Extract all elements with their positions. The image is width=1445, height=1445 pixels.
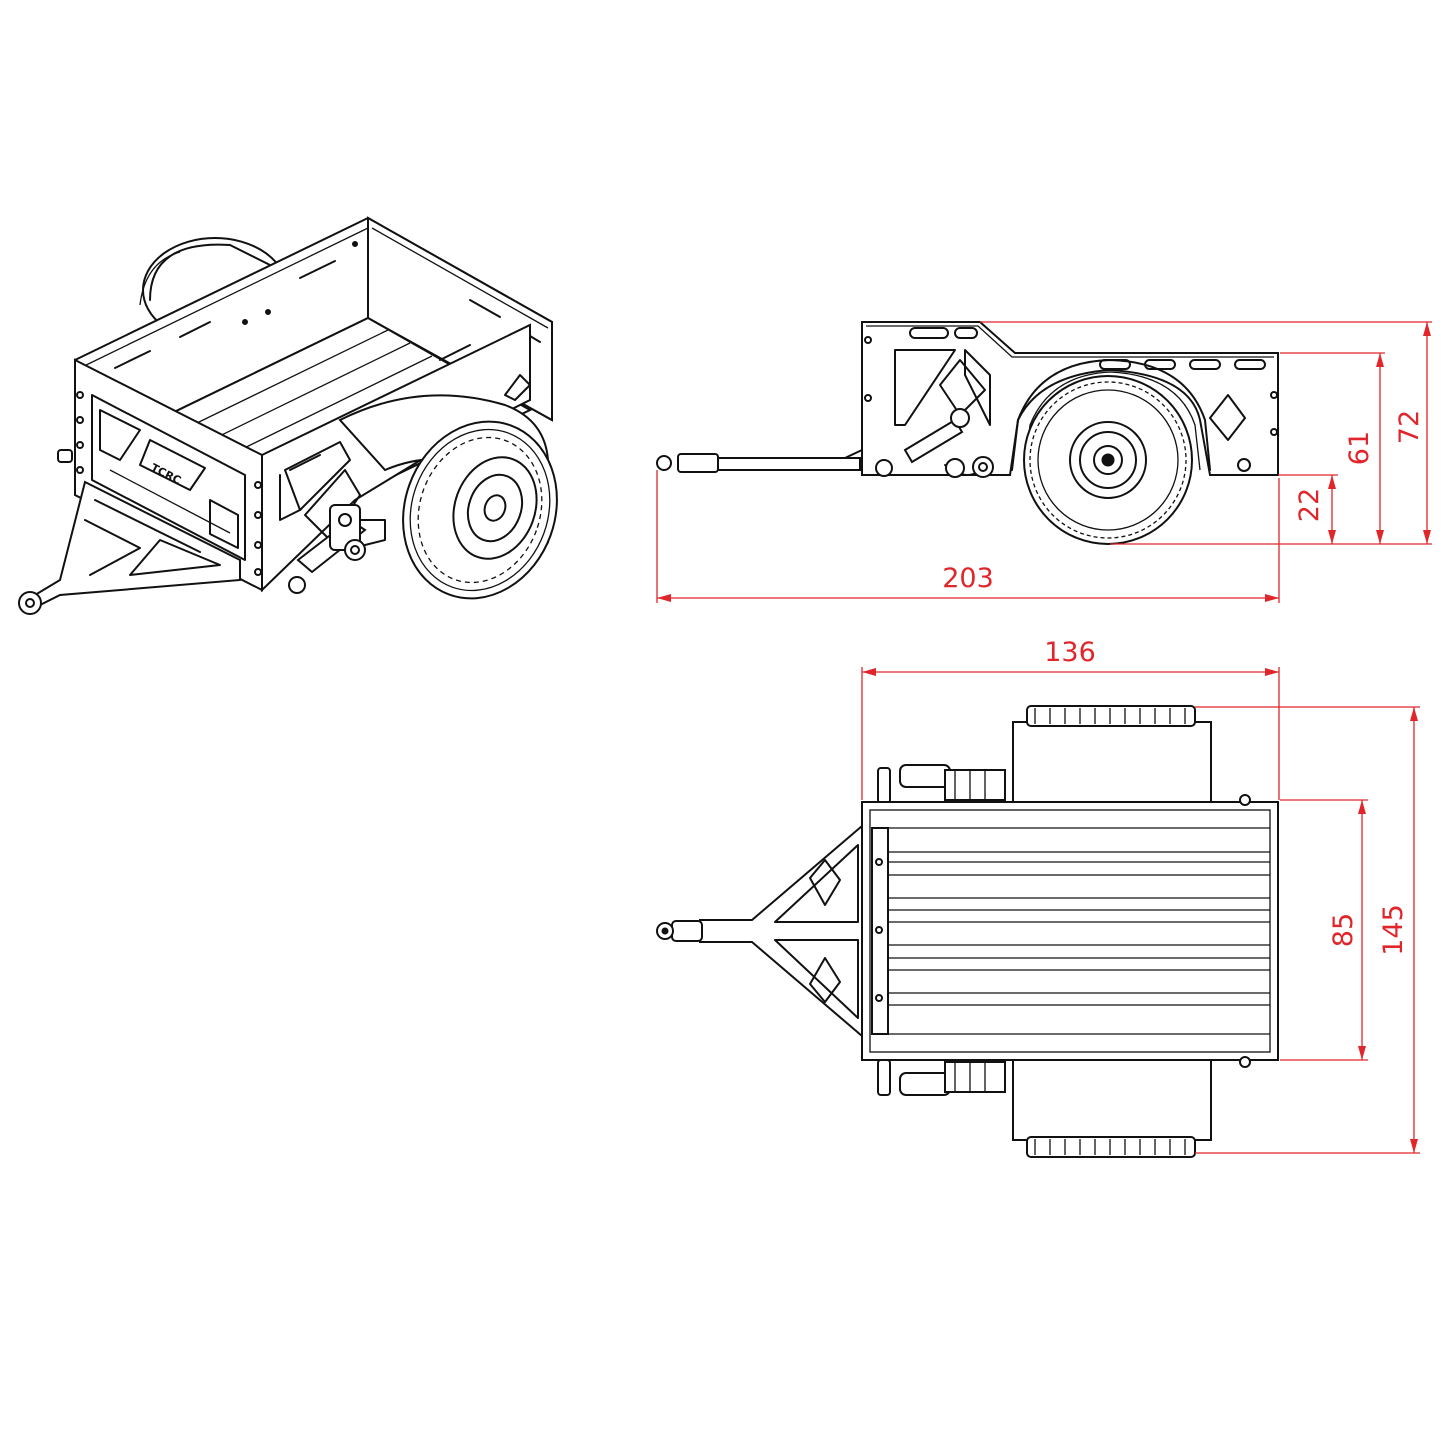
iso-side-wall-cutouts: [279, 344, 531, 541]
iso-drawbar: [18, 449, 241, 615]
side-view: [656, 321, 1279, 545]
dim-top-box-depth: 85: [1328, 913, 1359, 947]
side-suspension: [875, 408, 994, 478]
top-wheel-upper: [1012, 705, 1212, 803]
top-shock-lower: [877, 1059, 1006, 1096]
iso-wheel: [402, 420, 558, 600]
dim-side-height-box: 61: [1344, 431, 1375, 465]
dim-top-total-width: 145: [1378, 904, 1409, 956]
top-bed-ribs: [875, 794, 1270, 1068]
dim-side-ground-clearance: 22: [1294, 488, 1325, 522]
top-drawbar: [656, 823, 863, 1039]
iso-suspension: [288, 504, 386, 594]
side-towbar: [656, 449, 863, 473]
dim-side-length: 203: [942, 563, 994, 594]
iso-front-wall-cutout: [91, 394, 246, 561]
top-box: [861, 801, 1279, 1061]
top-shock-upper: [877, 764, 1006, 804]
top-wheel-lower: [1012, 1059, 1212, 1158]
dimension-labels: 203 72 61 22 136 85 145: [942, 410, 1425, 956]
dim-top-box-width: 136: [1044, 637, 1096, 668]
top-view: [656, 705, 1279, 1158]
dim-side-height-total: 72: [1394, 410, 1425, 444]
side-fender: [1011, 359, 1211, 471]
isometric-view: TCRC: [18, 216, 558, 615]
side-wheel: [1023, 375, 1193, 545]
dimension-lines: [656, 321, 1432, 1154]
side-body-details: [864, 325, 1278, 472]
